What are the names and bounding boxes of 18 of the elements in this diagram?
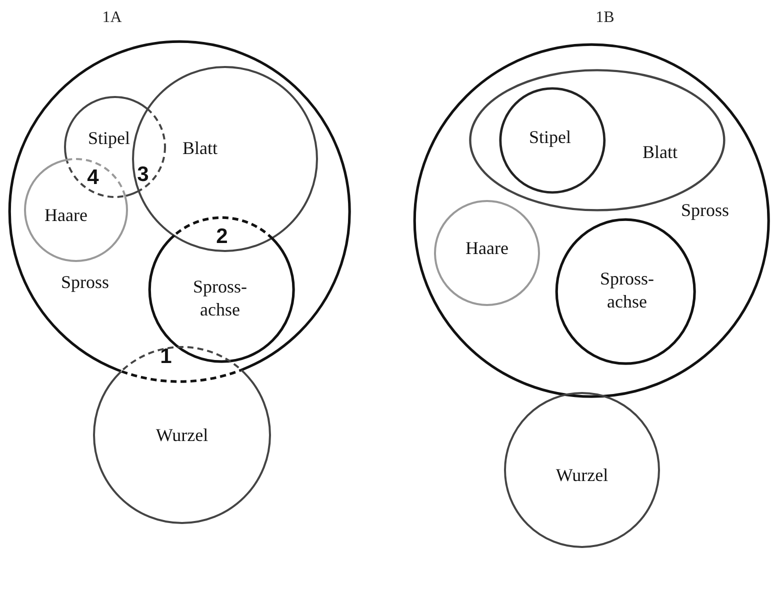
panel-label: 1B (596, 9, 614, 27)
set-label: Haare (44, 204, 88, 226)
set-label: Spross- achse (192, 276, 248, 320)
set-label: Blatt (642, 140, 678, 164)
region-number: 3 (137, 163, 149, 187)
set-label: Haare (466, 236, 508, 260)
region-number: 1 (160, 345, 172, 369)
set-label: Spross- achse (598, 268, 655, 312)
set-label: Stipel (529, 126, 571, 148)
panel-label: 1A (102, 9, 122, 27)
set-label: Spross (681, 198, 729, 222)
set-label: Wurzel (556, 464, 608, 486)
set-label: Spross (61, 270, 109, 294)
region-number: 4 (87, 166, 99, 190)
set-label: Blatt (182, 136, 218, 160)
region-number: 2 (216, 225, 228, 249)
set-label: Wurzel (156, 424, 208, 446)
set-label: Stipel (88, 126, 130, 150)
